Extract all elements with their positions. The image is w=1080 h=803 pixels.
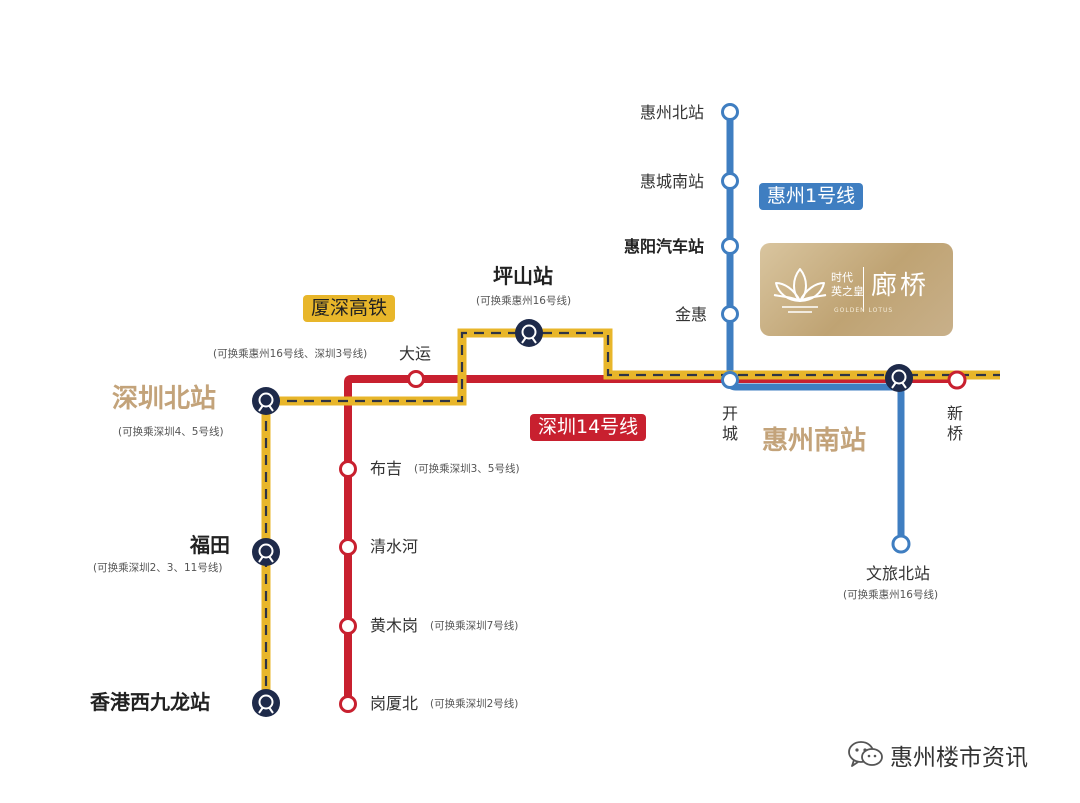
line-badge-metro14: 深圳14号线 [530, 414, 647, 441]
station-marker-huangmugang[interactable] [339, 617, 357, 635]
station-label-qingshuihe: 清水河 [370, 537, 419, 556]
station-marker-wenlv-north[interactable] [891, 534, 911, 554]
hub-hk-west-kowloon[interactable] [252, 689, 280, 717]
station-marker-huizhou-north[interactable] [721, 103, 739, 121]
brand-en: GOLDEN LOTUS [834, 307, 894, 314]
station-marker-jinhui[interactable] [721, 305, 739, 323]
brand-sub-line2: 英之皇 [831, 285, 864, 298]
brand-divider [863, 267, 864, 311]
station-note-huangmugang: (可换乘深圳7号线) [430, 620, 519, 632]
station-note-shenzhen-north: (可换乘深圳4、5号线) [118, 426, 224, 438]
station-note-dayun: (可换乘惠州16号线、深圳3号线) [213, 348, 368, 360]
station-label-kaicheng: 开城 [721, 404, 738, 443]
station-label-dayun: 大运 [399, 344, 432, 363]
watermark: 惠州楼市资讯 [846, 738, 1028, 772]
station-label-huiyang-bus: 惠阳汽车站 [624, 237, 705, 256]
lotus-logo-icon [773, 268, 827, 313]
hub-shenzhen-north[interactable] [252, 387, 280, 415]
station-marker-qingshuihe[interactable] [339, 538, 357, 556]
station-label-huangmugang: 黄木岗 [370, 616, 419, 635]
wechat-icon [848, 741, 883, 767]
station-label-huicheng-south: 惠城南站 [640, 172, 705, 191]
station-marker-gangxiabei[interactable] [339, 695, 357, 713]
station-marker-huicheng-south[interactable] [721, 172, 739, 190]
brand-sub-line1: 时代 [831, 271, 853, 284]
hub-pingshan[interactable] [515, 319, 543, 347]
hub-futian[interactable] [252, 538, 280, 566]
watermark-text: 惠州楼市资讯 [890, 745, 1028, 771]
station-note-buji: (可换乘深圳3、5号线) [414, 463, 520, 475]
station-label-jinhui: 金惠 [675, 305, 708, 324]
station-note-futian: (可换乘深圳2、3、11号线) [93, 562, 223, 574]
line-badge-hz1: 惠州1号线 [759, 183, 864, 210]
line-badge-rail: 厦深高铁 [303, 295, 396, 322]
brand-sub: 时代 英之皇 [831, 271, 864, 299]
station-label-pingshan: 坪山站 [493, 264, 553, 288]
station-label-wenlv-north: 文旅北站 [866, 564, 931, 583]
station-label-xinqiao: 新桥 [946, 404, 963, 443]
station-note-pingshan: (可换乘惠州16号线) [476, 295, 572, 307]
station-marker-huiyang-bus[interactable] [721, 237, 739, 255]
hub-huizhou-south[interactable] [885, 364, 913, 392]
station-label-futian: 福田 [190, 533, 230, 557]
station-marker-buji[interactable] [339, 460, 357, 478]
station-label-gangxiabei: 岗厦北 [370, 694, 419, 713]
station-marker-xinqiao[interactable] [947, 370, 967, 390]
brand-card: 时代 英之皇 廊桥 GOLDEN LOTUS [760, 243, 953, 336]
line-metro14 [344, 375, 961, 709]
station-label-huizhou-south: 惠州南站 [762, 426, 867, 456]
station-note-wenlv-north: (可换乘惠州16号线) [843, 589, 939, 601]
station-marker-kaicheng[interactable] [721, 371, 739, 389]
station-label-buji: 布吉 [370, 459, 403, 478]
station-marker-dayun[interactable] [407, 370, 425, 388]
station-label-hk-west-kowloon: 香港西九龙站 [90, 690, 210, 714]
brand-name: 廊桥 [871, 271, 930, 301]
line-rail-dash [264, 331, 1000, 703]
station-label-shenzhen-north: 深圳北站 [112, 384, 217, 414]
station-note-gangxiabei: (可换乘深圳2号线) [430, 698, 519, 710]
station-label-huizhou-north: 惠州北站 [640, 103, 705, 122]
